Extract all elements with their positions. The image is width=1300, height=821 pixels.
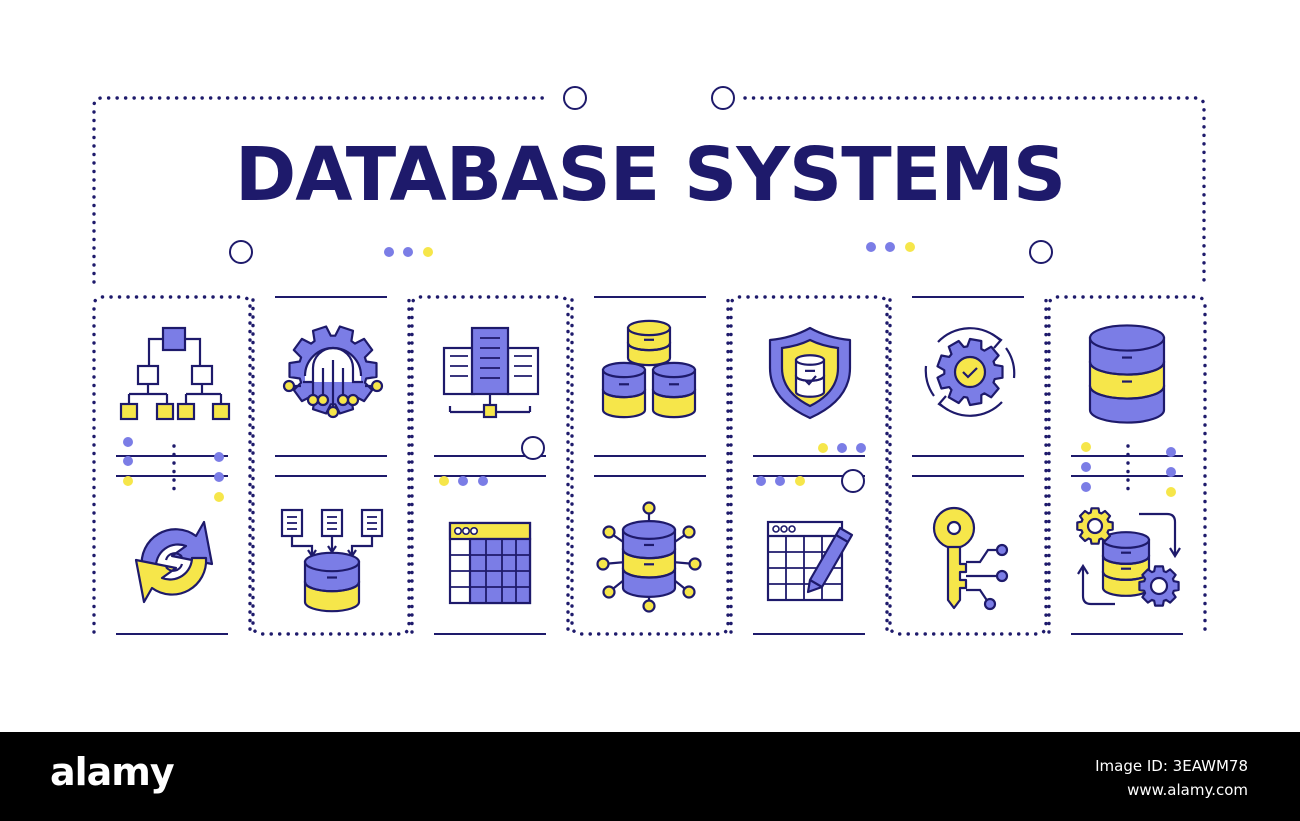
dot-decor (478, 476, 488, 486)
dotted-border (743, 96, 1206, 284)
site-url: www.alamy.com (1127, 781, 1248, 799)
dotted-border (570, 298, 730, 636)
dot-decor (384, 247, 394, 257)
database-shield-icon (768, 326, 852, 420)
dot-decor (1081, 442, 1091, 452)
alamy-logo: alamy (50, 750, 175, 794)
dotted-border (888, 298, 1048, 636)
database-stack-icon (601, 319, 697, 419)
dotted-border (410, 295, 570, 634)
ring-decor (521, 436, 545, 460)
icon-grid (119, 319, 1181, 613)
dotted-border (729, 295, 889, 634)
sync-arrows-icon (134, 520, 214, 604)
dot-decor (837, 443, 847, 453)
image-meta: Image ID: 3EAWM78 www.alamy.com (1095, 754, 1248, 802)
database-network-icon (596, 501, 702, 613)
dot-decor (818, 443, 828, 453)
dot-decor (123, 476, 133, 486)
edit-table-icon (766, 520, 854, 602)
dot-decor (458, 476, 468, 486)
gear-refresh-icon (924, 327, 1016, 417)
decorative-frame (92, 86, 1207, 636)
dot-decor (1166, 467, 1176, 477)
gear-circuit-icon (282, 325, 384, 419)
image-id: Image ID: 3EAWM78 (1095, 757, 1248, 775)
dotted-border (1047, 295, 1207, 634)
dot-decor (866, 242, 876, 252)
ring-decor (229, 240, 253, 264)
ring-decor (563, 86, 587, 110)
watermark-bar: alamy Image ID: 3EAWM78 www.alamy.com (0, 732, 1300, 821)
ring-decor (1029, 240, 1053, 264)
dot-decor (856, 443, 866, 453)
page-title: DATABASE SYSTEMS (234, 132, 1066, 218)
dot-decor (403, 247, 413, 257)
dot-decor (214, 492, 224, 502)
dot-decor (214, 472, 224, 482)
dot-decor (1081, 462, 1091, 472)
dot-decor (1166, 487, 1176, 497)
dot-decor (214, 452, 224, 462)
spreadsheet-table-icon (448, 521, 532, 605)
database-cylinder-icon (1088, 324, 1166, 424)
dot-decor (885, 242, 895, 252)
hierarchy-icon (119, 326, 231, 421)
ring-decor (841, 469, 865, 493)
data-merge-icon (280, 508, 384, 613)
database-gears-icon (1076, 507, 1181, 607)
dotted-border (92, 295, 252, 634)
dot-decor (795, 476, 805, 486)
dot-decor (123, 437, 133, 447)
dot-decor (775, 476, 785, 486)
dotted-border (251, 298, 411, 636)
dot-decor (1166, 447, 1176, 457)
dot-decor (439, 476, 449, 486)
digital-key-icon (932, 506, 1009, 611)
dot-decor (1081, 482, 1091, 492)
dot-decor (756, 476, 766, 486)
server-rack-icon (442, 326, 540, 419)
infographic: DATABASE SYSTEMS (92, 86, 1207, 636)
dot-decor (423, 247, 433, 257)
dot-decor (905, 242, 915, 252)
dot-decor (123, 456, 133, 466)
ring-decor (711, 86, 735, 110)
